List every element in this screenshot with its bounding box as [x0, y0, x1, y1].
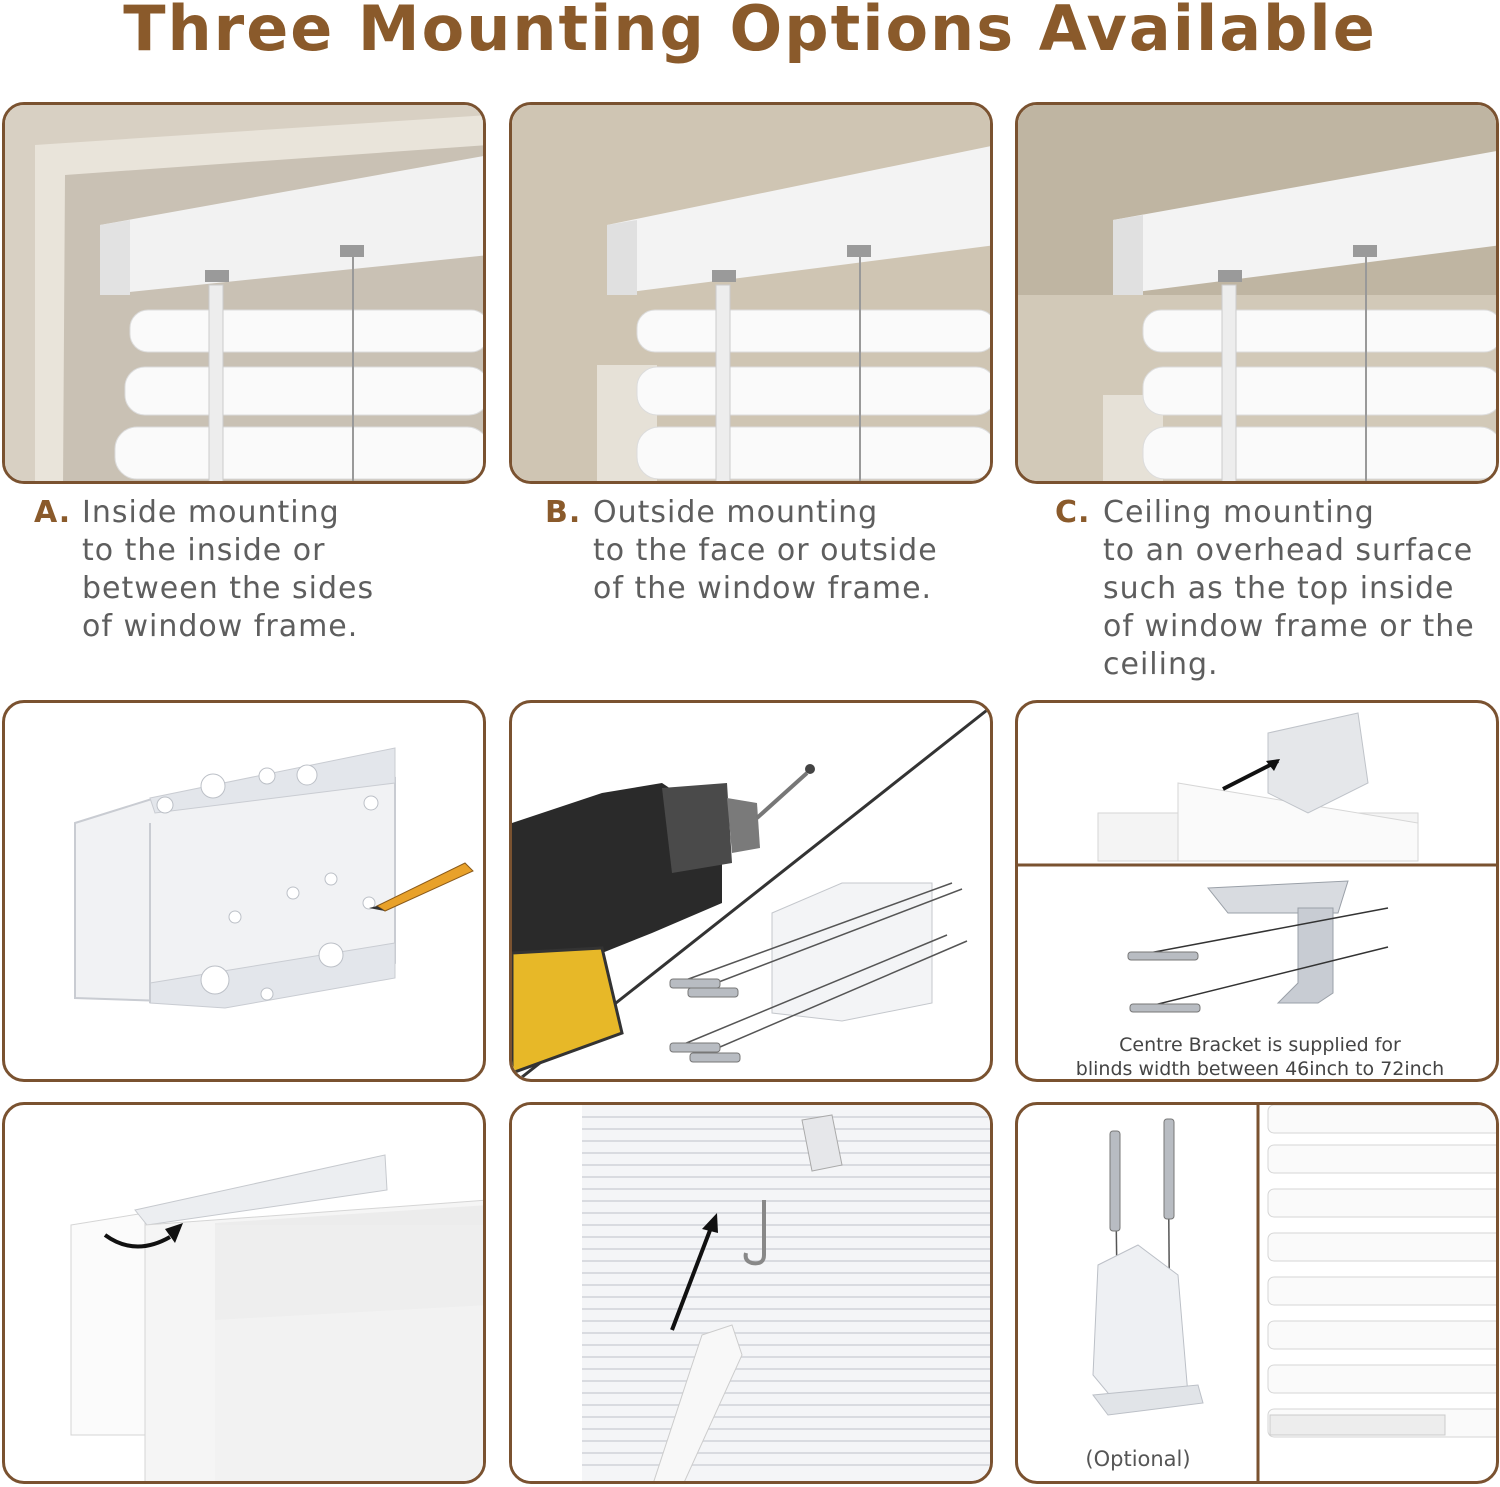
outside-mount-photo	[509, 102, 993, 484]
centre-bracket-note-line2: blinds width between 46inch to 72inch	[1075, 1058, 1445, 1080]
caption-letter-c: C.	[1055, 495, 1091, 530]
caption-text-c: Ceiling mounting to an overhead surface …	[1103, 495, 1475, 682]
ceiling-mount-photo	[1015, 102, 1499, 484]
centre-bracket-note-line1: Centre Bracket is supplied for	[1119, 1034, 1401, 1056]
drill-illustration	[512, 705, 990, 1079]
headrail-snap-illustration	[70, 1154, 483, 1481]
page-title: Three Mounting Options Available	[123, 0, 1377, 65]
ceiling-mount-illustration	[1018, 105, 1496, 481]
caption-ceiling-mounting: C. Ceiling mounting to an overhead surfa…	[1055, 494, 1500, 690]
valance-clip-illustration	[512, 1105, 990, 1481]
inside-mount-illustration	[5, 105, 483, 481]
centre-bracket-illustration	[1018, 712, 1496, 1013]
caption-outside-mounting: B. Outside mounting to the face or outsi…	[545, 494, 985, 614]
centre-bracket-note: Centre Bracket is supplied for blinds wi…	[1018, 1033, 1496, 1080]
outside-mount-illustration	[512, 105, 990, 481]
caption-text-a: Inside mounting to the inside or between…	[82, 495, 375, 644]
drill-install-step	[509, 700, 993, 1082]
inside-mount-photo	[2, 102, 486, 484]
caption-inside-mounting: A. Inside mounting to the inside or betw…	[34, 494, 474, 654]
caption-text-b: Outside mounting to the face or outside …	[593, 495, 938, 606]
snap-headrail-step	[2, 1102, 486, 1484]
caption-letter-a: A.	[34, 495, 72, 530]
hold-down-bracket-panel: (Optional)	[1015, 1102, 1499, 1484]
bracket-pencil-illustration	[74, 747, 474, 1009]
hold-down-bracket-illustration	[1092, 1105, 1496, 1481]
caption-letter-b: B.	[545, 495, 582, 530]
centre-bracket-panel: Centre Bracket is supplied for blinds wi…	[1015, 700, 1499, 1082]
valance-clip-step	[509, 1102, 993, 1484]
optional-label: (Optional)	[1085, 1447, 1191, 1471]
bracket-marking-step	[2, 700, 486, 1082]
